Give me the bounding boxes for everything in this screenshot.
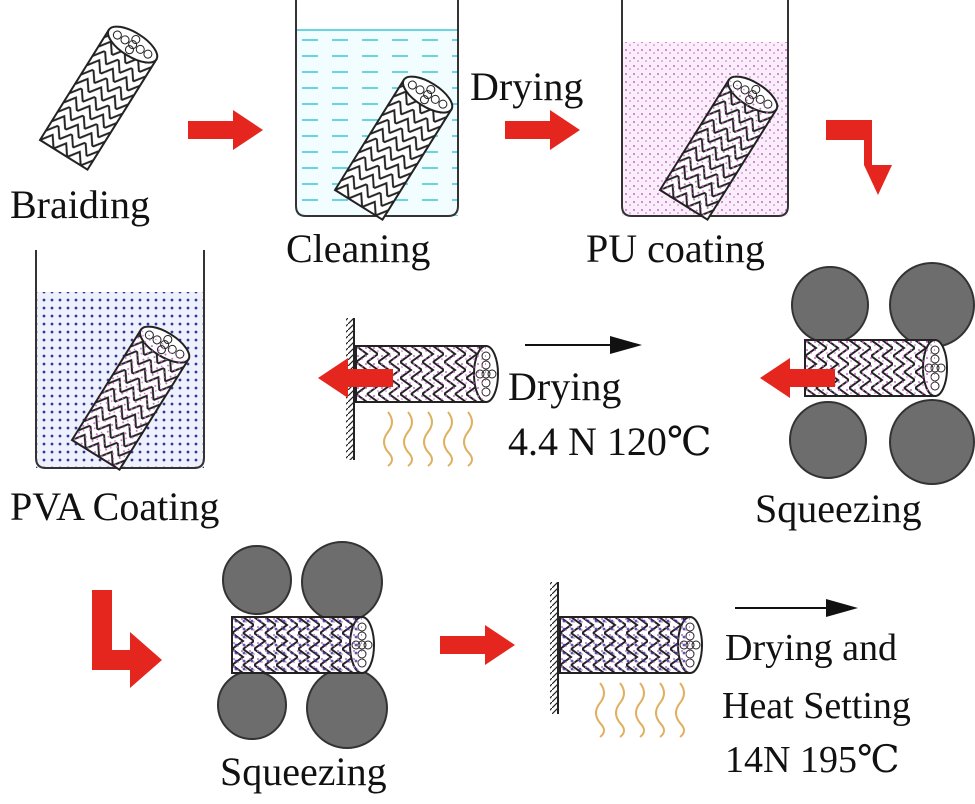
- cleaning-beaker: [295, 0, 459, 221]
- squeezing-rollers-1: [789, 262, 975, 485]
- drying-parameters: 4.4 N 120℃: [508, 419, 712, 464]
- bend-down-arrow-icon: [826, 120, 892, 195]
- step-squeezing-label: Squeezing: [220, 749, 387, 794]
- squeezing-rollers-2: [217, 541, 388, 749]
- pva-coating-beaker: [35, 250, 205, 470]
- right-arrow-icon: [440, 625, 515, 665]
- step-braiding-label: Braiding: [10, 182, 150, 227]
- step-pu-coating-label: PU coating: [586, 226, 765, 271]
- braided-rope-icon: [39, 18, 164, 171]
- pu-coating-beaker: [621, 0, 789, 220]
- right-arrow-icon: [505, 110, 580, 150]
- drying-tension-setup-1: [346, 318, 642, 467]
- bend-right-arrow-icon: [92, 590, 162, 688]
- step-drying-label: Drying: [508, 364, 621, 409]
- step-pva-coating-label: PVA Coating: [10, 484, 219, 529]
- right-arrow-icon: [188, 110, 263, 150]
- step-drying-heat-setting-label: Drying and: [725, 627, 897, 669]
- step-drying-label: Drying: [470, 64, 583, 109]
- heat-setting-parameters: 14N 195℃: [725, 739, 899, 781]
- step-cleaning-label: Cleaning: [286, 226, 430, 271]
- step-drying-heat-setting-label-2: Heat Setting: [722, 685, 911, 727]
- step-squeezing-label: Squeezing: [755, 486, 922, 531]
- drying-heat-setting-setup: [550, 582, 858, 738]
